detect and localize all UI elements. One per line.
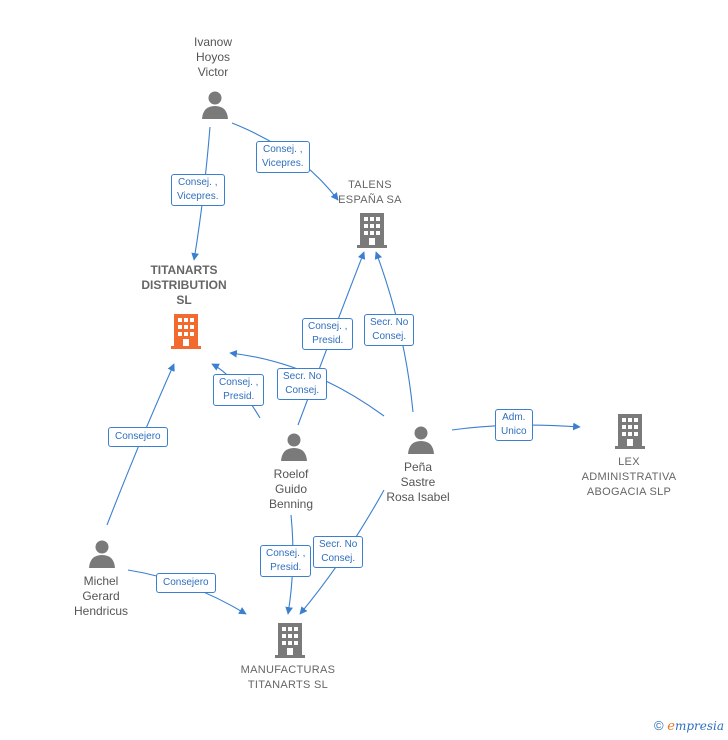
copyright-icon: ©: [654, 718, 664, 733]
label-line: MANUFACTURAS: [240, 664, 336, 676]
edge-label-ivanow-titanarts[interactable]: Consej. , Vicepres.: [171, 174, 225, 206]
copyright-footer: © empresia: [654, 718, 724, 734]
label-line: SL: [176, 293, 192, 307]
node-label-roelof: Roelof Guido Benning: [251, 467, 331, 512]
edge-label-line: Unico: [501, 426, 527, 437]
building-icon[interactable]: [615, 413, 645, 449]
edge-label-pena-manufacturas[interactable]: Secr. No Consej.: [313, 536, 364, 568]
edge-label-line: Consejero: [163, 577, 209, 588]
edge-label-roelof-titanarts[interactable]: Consej. , Presid.: [213, 374, 265, 406]
person-icon[interactable]: [406, 425, 436, 455]
edge-label-line: Secr. No: [283, 371, 322, 382]
label-line: TITANARTS SL: [247, 679, 329, 691]
edge-label-roelof-manufacturas[interactable]: Consej. , Presid.: [260, 545, 312, 577]
label-line: TALENS: [348, 179, 392, 191]
building-icon[interactable]: [275, 622, 305, 658]
edge-label-line: Vicepres.: [262, 158, 304, 169]
edge-label-line: Presid.: [223, 391, 255, 402]
edge-label-line: Adm.: [502, 412, 526, 423]
label-line: Sastre: [400, 475, 436, 489]
label-line: Gerard: [82, 589, 120, 603]
node-label-pena: Peña Sastre Rosa Isabel: [373, 460, 463, 505]
edge-label-line: Consej. ,: [178, 177, 218, 188]
edge-label-line: Vicepres.: [177, 191, 219, 202]
label-line: Peña: [403, 460, 433, 474]
label-line: ABOGACIA SLP: [586, 486, 672, 498]
label-line: ESPAÑA SA: [338, 194, 402, 206]
person-icon[interactable]: [87, 539, 117, 569]
label-line: Benning: [268, 497, 314, 511]
edge-label-line: Consej. ,: [308, 321, 348, 332]
node-label-ivanow: Ivanow Hoyos Victor: [173, 35, 253, 80]
edge-label-line: Presid.: [270, 562, 302, 573]
node-label-manufacturas: MANUFACTURAS TITANARTS SL: [233, 663, 343, 693]
edge-label-line: Secr. No: [370, 317, 409, 328]
person-icon[interactable]: [279, 432, 309, 462]
label-line: Hoyos: [195, 50, 230, 64]
edge-label-line: Consej. ,: [219, 377, 259, 388]
edge-label-roelof-talens[interactable]: Consej. , Presid.: [302, 318, 354, 350]
brand-logo-text: mpresia: [674, 719, 724, 733]
node-label-talens: TALENS ESPAÑA SA: [320, 178, 420, 208]
edge-label-line: Secr. No: [319, 539, 358, 550]
label-line: Roelof: [273, 467, 309, 481]
edge-label-line: Consej.: [372, 331, 407, 342]
edge-label-pena-talens[interactable]: Secr. No Consej.: [364, 314, 415, 346]
label-line: TITANARTS: [150, 263, 218, 277]
node-label-titanarts: TITANARTS DISTRIBUTION SL: [124, 263, 244, 308]
label-line: Guido: [274, 482, 308, 496]
edge-label-line: Consej. ,: [266, 548, 306, 559]
edge-label-michel-titanarts[interactable]: Consejero: [108, 427, 168, 447]
edge-label-michel-manufacturas[interactable]: Consejero: [156, 573, 216, 593]
edge-label-line: Presid.: [312, 335, 344, 346]
edge-label-line: Consej. ,: [263, 144, 303, 155]
node-label-lex: LEX ADMINISTRATIVA ABOGACIA SLP: [573, 455, 685, 500]
label-line: Michel: [83, 574, 119, 588]
person-icon[interactable]: [200, 90, 230, 120]
label-line: Rosa Isabel: [386, 490, 450, 504]
node-label-michel: Michel Gerard Hendricus: [58, 574, 144, 619]
brand-logo-e: e: [667, 719, 675, 734]
edge-label-pena-titanarts[interactable]: Secr. No Consej.: [277, 368, 328, 400]
label-line: ADMINISTRATIVA: [581, 471, 677, 483]
edge-label-pena-lex[interactable]: Adm. Unico: [495, 409, 533, 441]
building-icon[interactable]: [357, 212, 387, 248]
building-icon-focus[interactable]: [171, 313, 201, 349]
edge-label-line: Consej.: [285, 385, 320, 396]
label-line: LEX: [618, 456, 640, 468]
label-line: Victor: [197, 65, 229, 79]
label-line: Ivanow: [193, 35, 233, 49]
label-line: Hendricus: [73, 604, 129, 618]
edge-label-ivanow-talens[interactable]: Consej. , Vicepres.: [256, 141, 310, 173]
label-line: DISTRIBUTION: [141, 278, 227, 292]
edge-label-line: Consejero: [115, 431, 161, 442]
edge-label-line: Consej.: [321, 553, 356, 564]
